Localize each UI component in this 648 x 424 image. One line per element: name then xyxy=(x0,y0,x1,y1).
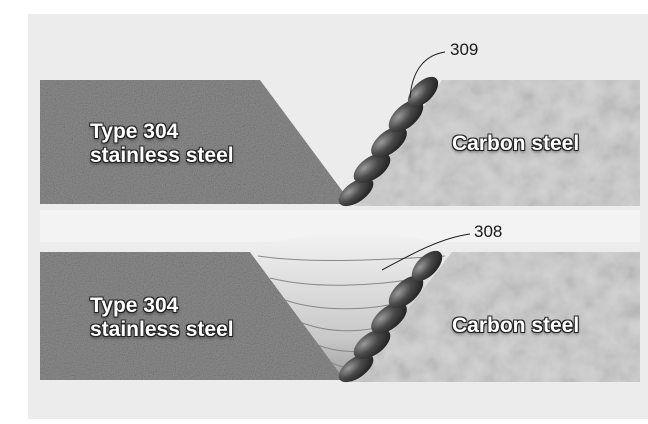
bottom-left-material-label: Type 304 stainless steel xyxy=(90,294,234,342)
top-stainless-plate xyxy=(40,80,352,204)
bottom-callout-leader xyxy=(381,233,471,271)
bottom-left-material-line1: Type 304 stainless steel xyxy=(90,294,234,341)
top-left-material-line1: Type 304 stainless steel xyxy=(90,120,234,167)
top-buttering-beads xyxy=(338,76,439,207)
top-callout-leader xyxy=(409,51,446,99)
top-joint xyxy=(40,51,640,207)
top-right-material-label: Carbon steel xyxy=(452,132,580,155)
top-left-material-label: Type 304 stainless steel xyxy=(90,120,234,168)
bottom-carbon-plate xyxy=(352,252,640,382)
top-callout-number: 309 xyxy=(450,40,479,59)
top-carbon-plate xyxy=(354,80,640,206)
bottom-buttering-beads xyxy=(338,250,443,383)
bottom-right-material-label: Carbon steel xyxy=(452,314,580,337)
bottom-stainless-plate xyxy=(40,252,345,380)
bottom-callout-number: 308 xyxy=(474,222,503,241)
bottom-joint xyxy=(40,233,640,383)
